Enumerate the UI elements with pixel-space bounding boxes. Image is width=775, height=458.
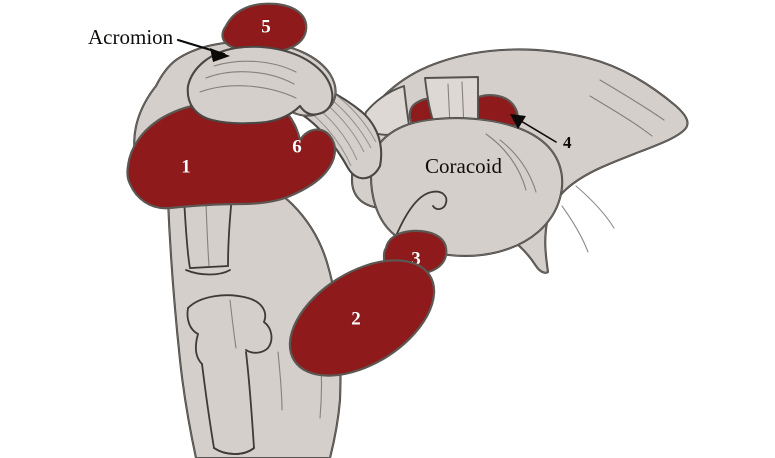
- site-4-number-label: 4: [563, 133, 572, 152]
- region-number-1: 1: [181, 156, 191, 177]
- annotation-coracoid: Coracoid: [425, 154, 502, 178]
- attachment-site-5-shape: 5: [221, 2, 308, 54]
- attachment-site-2-shape: 2: [288, 259, 436, 377]
- annotation-site-4: 4: [510, 114, 572, 152]
- acromion-arrow-head: [210, 48, 230, 62]
- coracoid-label: Coracoid: [425, 154, 502, 178]
- site-4-leader-line: [520, 120, 557, 143]
- region-number-2: 2: [351, 308, 361, 329]
- acromion-label: Acromion: [88, 25, 174, 49]
- region-number-3: 3: [411, 248, 421, 269]
- region-number-6: 6: [292, 136, 302, 157]
- region-number-5: 5: [261, 16, 271, 37]
- acromion: [186, 45, 334, 125]
- annotation-acromion: Acromion: [88, 25, 230, 62]
- site-4-arrow-head: [510, 114, 526, 129]
